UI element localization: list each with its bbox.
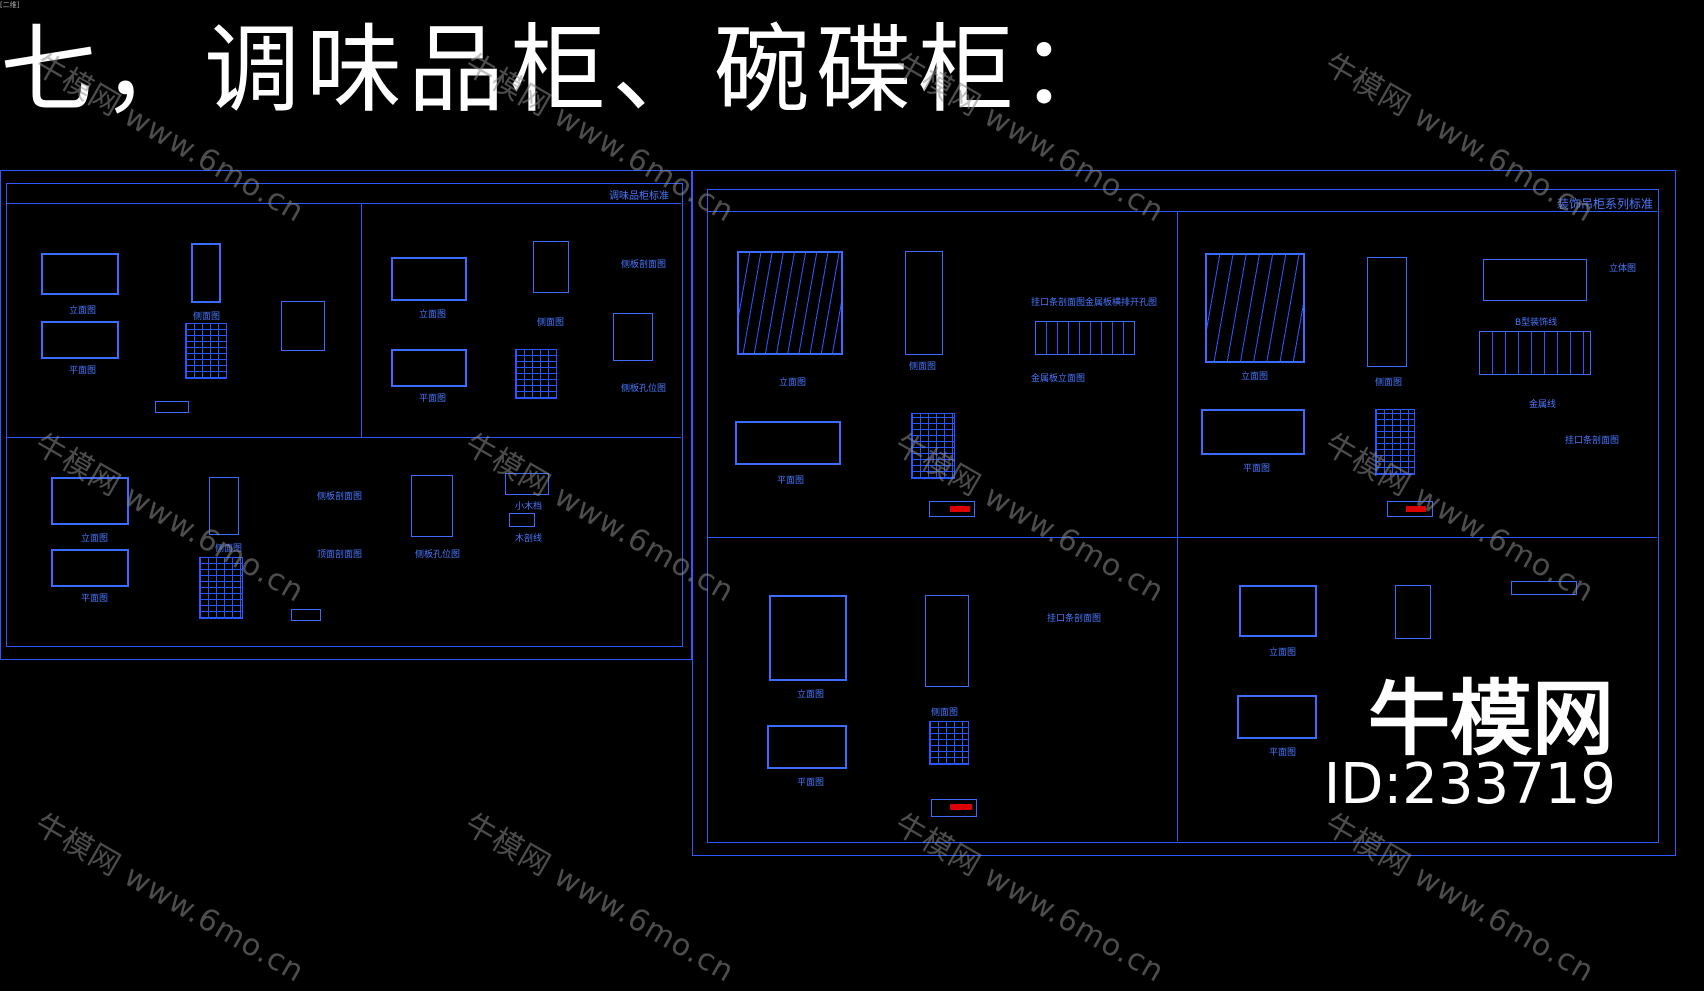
- right-divider-h2: [707, 537, 1657, 538]
- right-inner-frame: [707, 189, 1659, 843]
- drawing-label: 侧板孔位图: [415, 550, 461, 560]
- drawing-label: 侧面图: [909, 362, 937, 372]
- drawing-label: 平面图: [69, 366, 97, 376]
- drawing-label: 侧面图: [537, 318, 565, 328]
- drawing-label: 立面图: [797, 690, 825, 700]
- plan-drawing: [767, 725, 847, 769]
- drawing-label: 平面图: [1243, 464, 1271, 474]
- drawing-label: 金属线: [1529, 400, 1557, 410]
- left-sheet-title: 调味品柜标准: [609, 191, 669, 202]
- grille-drawing: [1479, 331, 1591, 375]
- drawing-label: 侧面图: [215, 544, 243, 554]
- drawing-label: 立面图: [69, 306, 97, 316]
- elevation-drawing: [41, 253, 119, 295]
- left-divider-h: [6, 203, 681, 204]
- grille-drawing: [1035, 321, 1135, 355]
- title-block: [155, 401, 189, 413]
- title-block: [291, 609, 321, 621]
- plan-drawing: [51, 549, 129, 587]
- drawing-label: 挂口条剖面图: [1047, 614, 1102, 624]
- drawing-label: 立面图: [1269, 648, 1297, 658]
- brand-id: ID:233719: [1323, 752, 1616, 817]
- elevation-drawing: [51, 477, 129, 525]
- drawing-label: 平面图: [777, 476, 805, 486]
- side-drawing: [209, 477, 239, 535]
- brand-logo-text: 牛模网: [1367, 672, 1614, 767]
- elevation-drawing: [391, 257, 467, 301]
- profile-detail: [1511, 581, 1577, 595]
- title-block: [1387, 501, 1433, 517]
- drawing-label: 立面图: [81, 534, 109, 544]
- side-drawing: [925, 595, 969, 687]
- left-divider-h2: [6, 437, 681, 438]
- left-divider-v: [361, 203, 362, 437]
- plan-drawing: [1237, 695, 1317, 739]
- side-drawing: [1367, 257, 1407, 367]
- drawing-label: 木剖线: [515, 534, 543, 544]
- side-drawing: [905, 251, 943, 355]
- drawing-label: 侧面图: [931, 708, 959, 718]
- page-title: 七，调味品柜、碗碟柜：: [0, 14, 1122, 126]
- spec-table: [1375, 409, 1415, 475]
- drawing-label: 金属板立面图: [1031, 374, 1086, 384]
- side-drawing: [533, 241, 569, 293]
- plan-drawing: [41, 321, 119, 359]
- plan-drawing: [735, 421, 841, 465]
- side-drawing: [191, 243, 221, 303]
- right-divider-v: [1177, 211, 1178, 841]
- drawing-label: 立面图: [419, 310, 447, 320]
- drawing-label: 侧面图: [193, 312, 221, 322]
- plan-drawing: [391, 349, 467, 387]
- spec-table: [185, 323, 227, 379]
- drawing-label: 侧板剖面图: [621, 260, 667, 270]
- spec-table: [515, 349, 557, 399]
- drawing-label: 立体图: [1609, 264, 1637, 274]
- drawing-label: 挂口条剖面图: [1565, 436, 1620, 446]
- drawing-label: 平面图: [419, 394, 447, 404]
- drawing-label: 平面图: [797, 778, 825, 788]
- watermark: 牛模网 www.6mo.cn: [28, 806, 311, 990]
- drawing-label: 侧面图: [1375, 378, 1403, 388]
- profile-detail: [509, 513, 535, 527]
- drawing-label: 立面图: [1241, 372, 1269, 382]
- drawing-label: 顶面剖面图: [317, 550, 363, 560]
- cornice-drawing: [1483, 259, 1587, 301]
- left-inner-frame: [6, 183, 683, 647]
- drawing-label: 小木档: [515, 502, 543, 512]
- drawing-label: 平面图: [1269, 748, 1297, 758]
- right-divider-h: [707, 211, 1657, 212]
- corner-tag: [二维]: [0, 1, 20, 9]
- drawing-label: B型装饰线: [1515, 318, 1558, 328]
- title-block: [929, 501, 975, 517]
- elevation-drawing: [1205, 253, 1305, 363]
- drawing-label: 侧板剖面图: [317, 492, 363, 502]
- right-drawing-sheet: 装饰吊柜系列标准 立面图 侧面图 挂口条剖面图 金属板横排开孔图 金属板立面图 …: [692, 170, 1676, 856]
- drawing-label: 挂口条剖面图: [1031, 298, 1086, 308]
- section-detail: [281, 301, 325, 351]
- iso-detail: [505, 473, 549, 495]
- plan-drawing: [1201, 409, 1305, 455]
- drawing-label: 金属板横排开孔图: [1085, 298, 1158, 308]
- section-detail: [613, 313, 653, 361]
- left-drawing-sheet: 调味品柜标准 立面图 平面图 侧面图 立面图 平面图 侧面图 侧板剖面图 侧板孔…: [0, 170, 692, 660]
- elevation-drawing: [769, 595, 847, 681]
- side-panel-detail: [411, 475, 453, 537]
- spec-table: [199, 557, 243, 619]
- title-block: [931, 799, 977, 817]
- drawing-label: 平面图: [81, 594, 109, 604]
- right-sheet-title: 装饰吊柜系列标准: [1556, 197, 1653, 211]
- spec-table: [911, 413, 955, 479]
- drawing-label: 侧板孔位图: [621, 384, 667, 394]
- spec-table: [929, 721, 969, 765]
- elevation-drawing: [1239, 585, 1317, 637]
- drawing-label: 立面图: [779, 378, 807, 388]
- elevation-drawing: [737, 251, 843, 355]
- side-drawing: [1395, 585, 1431, 639]
